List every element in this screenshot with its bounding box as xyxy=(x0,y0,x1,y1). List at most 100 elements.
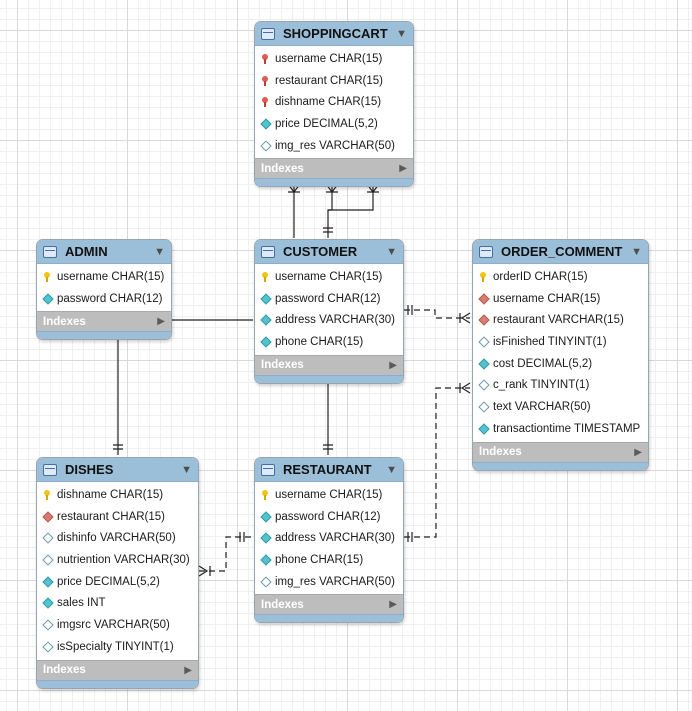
expand-arrow-icon[interactable]: ▶ xyxy=(634,446,642,458)
table-admin[interactable]: ADMIN ▼ username CHAR(15) password CHAR(1… xyxy=(36,239,172,341)
indexes-section[interactable]: Indexes ▶ xyxy=(473,441,648,462)
column-row[interactable]: phone CHAR(15) xyxy=(255,549,403,571)
column-list: orderID CHAR(15) username CHAR(15) restaur… xyxy=(473,264,648,442)
not-null-column-icon xyxy=(479,424,488,434)
column-row[interactable]: orderID CHAR(15) xyxy=(473,266,648,288)
indexes-label: Indexes xyxy=(43,315,86,328)
column-row[interactable]: restaurant VARCHAR(15) xyxy=(473,309,648,331)
column-row[interactable]: username CHAR(15) xyxy=(473,288,648,310)
column-row[interactable]: nutriention VARCHAR(30) xyxy=(37,549,198,571)
column-label: isFinished TINYINT(1) xyxy=(493,335,607,348)
table-customer[interactable]: CUSTOMER ▼ username CHAR(15) password CHA… xyxy=(254,239,404,384)
column-label: password CHAR(12) xyxy=(275,510,381,523)
indexes-label: Indexes xyxy=(261,598,304,611)
column-row[interactable]: password CHAR(12) xyxy=(255,288,403,310)
column-row[interactable]: phone CHAR(15) xyxy=(255,331,403,353)
indexes-label: Indexes xyxy=(261,162,304,175)
column-row[interactable]: dishname CHAR(15) xyxy=(255,91,413,113)
column-row[interactable]: username CHAR(15) xyxy=(37,266,171,288)
column-row[interactable]: imgsrc VARCHAR(50) xyxy=(37,614,198,636)
indexes-section[interactable]: Indexes ▶ xyxy=(255,594,403,615)
column-label: address VARCHAR(30) xyxy=(275,532,395,545)
column-list: username CHAR(15) password CHAR(12) addres… xyxy=(255,482,403,594)
column-label: username CHAR(15) xyxy=(275,488,383,501)
column-row[interactable]: username CHAR(15) xyxy=(255,484,403,506)
column-row[interactable]: password CHAR(12) xyxy=(37,288,171,310)
column-row[interactable]: c_rank TINYINT(1) xyxy=(473,374,648,396)
foreign-key-icon xyxy=(479,294,488,304)
column-row[interactable]: isFinished TINYINT(1) xyxy=(473,331,648,353)
collapse-toggle-icon[interactable]: ▼ xyxy=(386,245,397,258)
table-footer-bar xyxy=(255,614,403,623)
nullable-column-icon xyxy=(479,380,488,390)
primary-foreign-key-icon xyxy=(261,97,270,108)
not-null-column-icon xyxy=(261,337,270,347)
column-row[interactable]: price DECIMAL(5,2) xyxy=(37,571,198,593)
column-row[interactable]: address VARCHAR(30) xyxy=(255,527,403,549)
table-name: ADMIN xyxy=(65,244,108,259)
not-null-column-icon xyxy=(261,315,270,325)
table-dishes[interactable]: DISHES ▼ dishname CHAR(15)restaurant CHA… xyxy=(36,457,199,689)
column-row[interactable]: dishname CHAR(15) xyxy=(37,484,198,506)
column-label: dishinfo VARCHAR(50) xyxy=(57,532,176,545)
table-header[interactable]: CUSTOMER ▼ xyxy=(255,240,403,264)
column-label: price DECIMAL(5,2) xyxy=(275,117,378,130)
table-icon xyxy=(261,27,275,40)
expand-arrow-icon[interactable]: ▶ xyxy=(157,316,165,328)
column-row[interactable]: text VARCHAR(50) xyxy=(473,396,648,418)
expand-arrow-icon[interactable]: ▶ xyxy=(389,359,397,371)
column-row[interactable]: img_res VARCHAR(50) xyxy=(255,135,413,157)
column-label: orderID CHAR(15) xyxy=(493,270,588,283)
expand-arrow-icon[interactable]: ▶ xyxy=(184,664,192,676)
indexes-section[interactable]: Indexes ▶ xyxy=(37,311,171,332)
column-row[interactable]: username CHAR(15) xyxy=(255,266,403,288)
column-row[interactable]: price DECIMAL(5,2) xyxy=(255,113,413,135)
collapse-toggle-icon[interactable]: ▼ xyxy=(631,245,642,258)
indexes-section[interactable]: Indexes ▶ xyxy=(255,158,413,179)
table-footer-bar xyxy=(37,331,171,340)
table-header[interactable]: SHOPPINGCART ▼ xyxy=(255,22,413,46)
column-label: dishname CHAR(15) xyxy=(275,96,382,109)
column-row[interactable]: password CHAR(12) xyxy=(255,506,403,528)
column-label: password CHAR(12) xyxy=(275,292,381,305)
indexes-section[interactable]: Indexes ▶ xyxy=(37,659,198,680)
table-footer-bar xyxy=(255,178,413,187)
column-row[interactable]: address VARCHAR(30) xyxy=(255,309,403,331)
column-row[interactable]: transactiontime TIMESTAMP xyxy=(473,418,648,440)
expand-arrow-icon[interactable]: ▶ xyxy=(399,163,407,175)
collapse-toggle-icon[interactable]: ▼ xyxy=(386,463,397,476)
column-row[interactable]: username CHAR(15) xyxy=(255,48,413,70)
table-header[interactable]: ORDER_COMMENT ▼ xyxy=(473,240,648,264)
expand-arrow-icon[interactable]: ▶ xyxy=(389,599,397,611)
column-label: restaurant VARCHAR(15) xyxy=(493,314,624,327)
table-header[interactable]: DISHES ▼ xyxy=(37,458,198,482)
column-label: username CHAR(15) xyxy=(57,270,165,283)
indexes-section[interactable]: Indexes ▶ xyxy=(255,354,403,375)
column-row[interactable]: sales INT xyxy=(37,592,198,614)
table-order-comment[interactable]: ORDER_COMMENT ▼ orderID CHAR(15) username… xyxy=(472,239,649,471)
collapse-toggle-icon[interactable]: ▼ xyxy=(181,463,192,476)
table-header[interactable]: ADMIN ▼ xyxy=(37,240,171,264)
column-row[interactable]: cost DECIMAL(5,2) xyxy=(473,353,648,375)
not-null-column-icon xyxy=(43,598,52,608)
collapse-toggle-icon[interactable]: ▼ xyxy=(396,27,407,40)
table-restaurant[interactable]: RESTAURANT ▼ username CHAR(15) password C… xyxy=(254,457,404,624)
not-null-column-icon xyxy=(43,294,52,304)
column-row[interactable]: restaurant CHAR(15) xyxy=(255,70,413,92)
table-icon xyxy=(43,463,57,476)
column-row[interactable]: img_res VARCHAR(50) xyxy=(255,571,403,593)
table-shoppingcart[interactable]: SHOPPINGCART ▼ username CHAR(15)restaura… xyxy=(254,21,414,188)
relationship-restaurant-order xyxy=(404,387,470,538)
not-null-column-icon xyxy=(261,555,270,565)
not-null-column-icon xyxy=(261,294,270,304)
column-row[interactable]: isSpecialty TINYINT(1) xyxy=(37,636,198,658)
column-row[interactable]: dishinfo VARCHAR(50) xyxy=(37,527,198,549)
collapse-toggle-icon[interactable]: ▼ xyxy=(154,245,165,258)
nullable-column-icon xyxy=(43,642,52,652)
column-row[interactable]: restaurant CHAR(15) xyxy=(37,506,198,528)
table-header[interactable]: RESTAURANT ▼ xyxy=(255,458,403,482)
column-label: username CHAR(15) xyxy=(493,292,601,305)
primary-key-icon xyxy=(43,271,52,282)
nullable-column-icon xyxy=(43,620,52,630)
